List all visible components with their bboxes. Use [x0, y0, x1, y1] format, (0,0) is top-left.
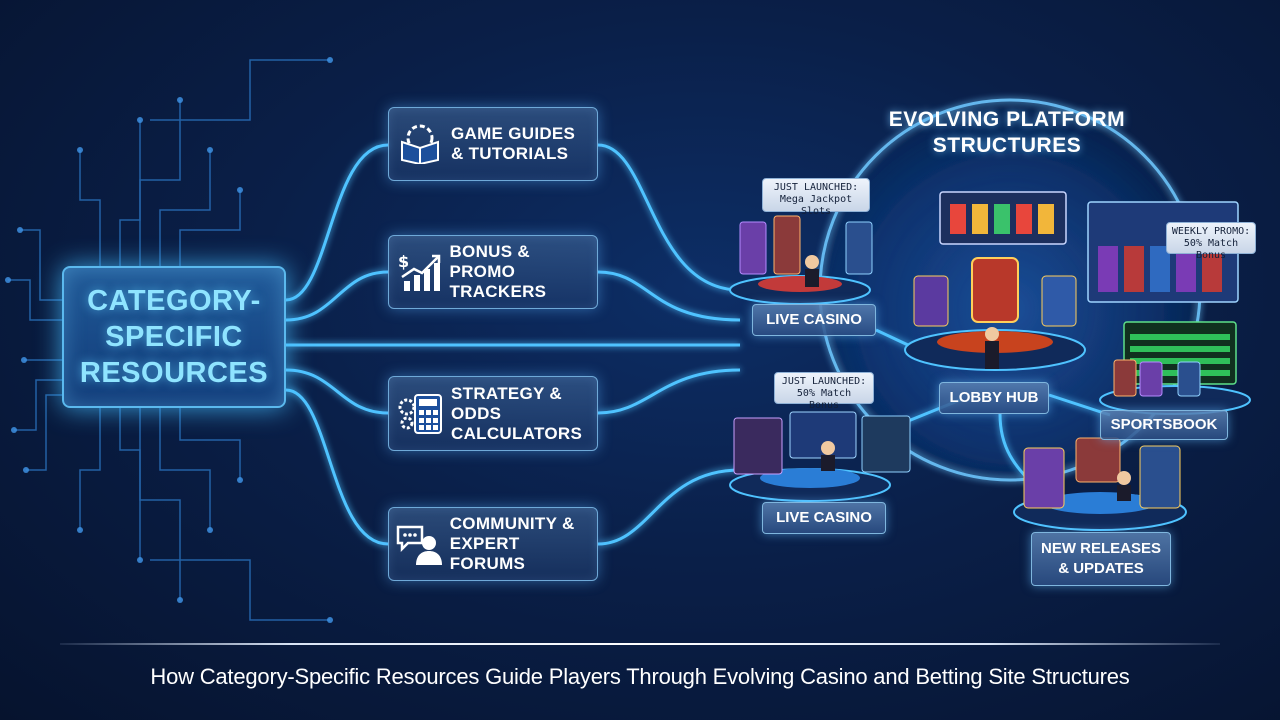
caption: How Category-Specific Resources Guide Pl…	[150, 664, 1130, 689]
svg-text:$: $	[398, 252, 409, 271]
caption-divider	[60, 643, 1220, 645]
live-casino-bottom-scene	[729, 411, 911, 502]
resource-game-guides: GAME GUIDES & TUTORIALS	[388, 107, 598, 181]
resource-community-forums: COMMUNITY & EXPERT FORUMS	[388, 507, 598, 581]
promo-bubble-top: JUST LAUNCHED: Mega Jackpot Slots	[762, 178, 870, 217]
new-releases-scene	[1013, 437, 1187, 531]
lobby-hub-scene	[904, 191, 1086, 371]
lobby-hub-label: LOBBY HUB	[939, 382, 1049, 414]
resource-label: BONUS & PROMO TRACKERS	[449, 242, 547, 301]
circuit-nodes	[5, 57, 333, 623]
sportsbook-scene	[1099, 321, 1251, 415]
dollar-growth-chart-icon: $	[389, 235, 449, 309]
chat-user-icon	[389, 507, 450, 581]
platform-title: EVOLVING PLATFORM STRUCTURES	[888, 108, 1126, 157]
resource-strategy-calculators: STRATEGY & ODDS CALCULATORS	[388, 376, 598, 451]
live-casino-bottom-label: LIVE CASINO	[762, 502, 886, 534]
live-casino-top-scene	[729, 215, 873, 305]
sportsbook-label: SPORTSBOOK	[1100, 410, 1228, 440]
resource-label: COMMUNITY & EXPERT FORUMS	[449, 514, 575, 573]
new-releases-label: NEW RELEASES & UPDATES	[1031, 532, 1171, 586]
promo-bubble-right: WEEKLY PROMO: 50% Match Bonus	[1166, 222, 1256, 261]
circuit-traces	[8, 59, 330, 621]
category-resources-box: CATEGORY- SPECIFIC RESOURCES	[62, 266, 286, 408]
live-casino-top-label: LIVE CASINO	[752, 304, 876, 336]
promo-bubble-middle: JUST LAUNCHED: 50% Match Bonus	[774, 372, 874, 411]
category-resources-title: CATEGORY- SPECIFIC RESOURCES	[79, 285, 269, 389]
gear-calculator-icon	[389, 377, 451, 451]
book-chip-icon	[389, 107, 451, 181]
resource-bonus-trackers: $ BONUS & PROMO TRACKERS	[388, 235, 598, 309]
resource-label: GAME GUIDES & TUTORIALS	[451, 124, 576, 163]
resource-label: STRATEGY & ODDS CALCULATORS	[451, 383, 583, 443]
